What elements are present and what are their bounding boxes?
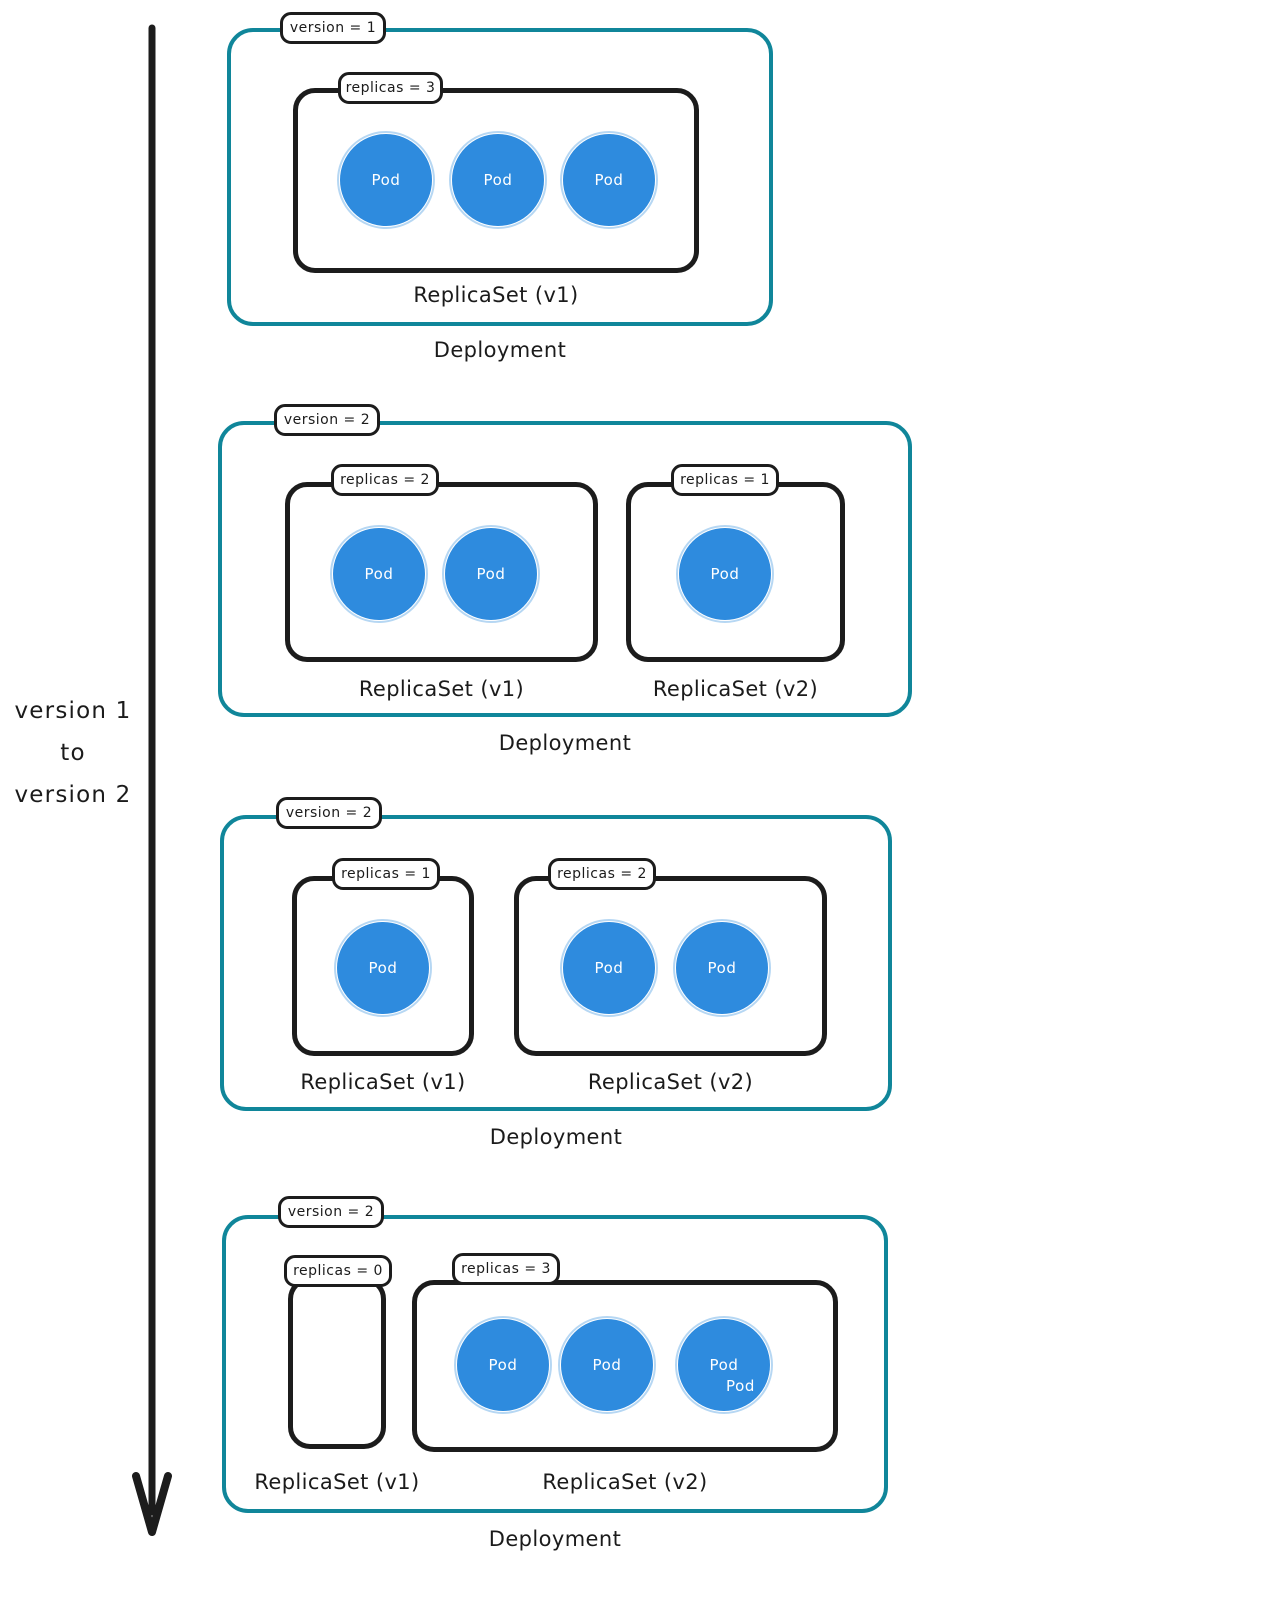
stage-3-rs-v2-label: ReplicaSet (v2) (587, 1070, 754, 1094)
stage-2-rs-v2-replicas-tag-label: replicas = 1 (680, 472, 770, 488)
stage-2-rs-v1-label: ReplicaSet (v1) (358, 677, 525, 701)
stage-2-rs-v1-replicas-tag-label: replicas = 2 (340, 472, 430, 488)
caption-line-1: version 1 (14, 698, 132, 724)
stage-4-rs-v1-label: ReplicaSet (v1) (254, 1470, 420, 1494)
stage-4-deployment-label: Deployment (488, 1527, 622, 1551)
stage-4-version-tag-label: version = 2 (287, 1204, 375, 1220)
stage-3-rs-v2-box (514, 876, 827, 1056)
stage-3-deployment-label: Deployment (489, 1125, 623, 1149)
stage-4-version-tag: version = 2 (278, 1196, 384, 1228)
stage-3-rs-v2-pod-1: Pod (560, 919, 658, 1017)
pod-label: Pod (483, 171, 513, 189)
stage-4-rs-v1-replicas-tag: replicas = 0 (284, 1255, 392, 1287)
pod-label: Pod (707, 959, 737, 977)
stage-3-rs-v1-label: ReplicaSet (v1) (300, 1070, 466, 1094)
stage-2-rs-v2-pod-1: Pod (676, 525, 774, 623)
stage-2-rs-v1-box (285, 482, 598, 662)
stage-4-rs-v2-pod-3: Pod Pod (675, 1316, 773, 1414)
stage-4-rs-v1-box (288, 1277, 386, 1449)
pod-label: Pod (594, 959, 624, 977)
stage-1-rs-v1-replicas-tag: replicas = 3 (338, 72, 443, 104)
stage-1-rs-v1-pod-3: Pod (560, 131, 658, 229)
stage-3-rs-v1-replicas-tag-label: replicas = 1 (341, 866, 431, 882)
stage-2-version-tag: version = 2 (274, 404, 380, 436)
pod-label: Pod (592, 1356, 622, 1374)
stage-4-rs-v2-pod-1: Pod (454, 1316, 552, 1414)
caption-line-2: to (60, 740, 86, 766)
stage-2-deployment-label: Deployment (498, 731, 632, 755)
pod-label: Pod (371, 171, 401, 189)
stage-2-rs-v1-pod-1: Pod (330, 525, 428, 623)
pod-label: Pod (488, 1356, 518, 1374)
stage-3-version-tag: version = 2 (276, 797, 382, 829)
pod-label: Pod (364, 565, 394, 583)
stage-3-deployment-box (220, 815, 892, 1111)
stage-2-deployment-box (218, 421, 912, 717)
stage-4-rs-v2-replicas-tag-label: replicas = 3 (461, 1261, 551, 1277)
stage-1-deployment-box (227, 28, 773, 326)
stage-1-deployment-label: Deployment (433, 338, 567, 362)
stage-4-rs-v2-label: ReplicaSet (v2) (542, 1470, 708, 1494)
stage-2-rs-v2-replicas-tag: replicas = 1 (671, 464, 779, 496)
pod-label-duplicate: Pod (726, 1377, 756, 1395)
stage-2-version-tag-label: version = 2 (283, 412, 371, 428)
stage-2-rs-v1-replicas-tag: replicas = 2 (331, 464, 439, 496)
pod-label: Pod (709, 1356, 739, 1374)
stage-2-rs-v2-label: ReplicaSet (v2) (652, 677, 819, 701)
stage-4-rs-v2-replicas-tag: replicas = 3 (452, 1253, 560, 1285)
stage-4-deployment-box (222, 1215, 888, 1513)
stage-3-rs-v1-replicas-tag: replicas = 1 (332, 858, 440, 890)
stage-4-rs-v2-pod-2: Pod (558, 1316, 656, 1414)
pod-label: Pod (368, 959, 398, 977)
stage-3-version-tag-label: version = 2 (285, 805, 373, 821)
stage-3-rs-v2-replicas-tag-label: replicas = 2 (557, 866, 647, 882)
stage-1-rs-v1-pod-1: Pod (337, 131, 435, 229)
stage-4-rs-v1-replicas-tag-label: replicas = 0 (293, 1263, 383, 1279)
pod-label: Pod (594, 171, 624, 189)
stage-4-rs-v2-box (412, 1280, 838, 1452)
stage-3-rs-v1-pod-1: Pod (334, 919, 432, 1017)
stage-3-rs-v2-replicas-tag: replicas = 2 (548, 858, 656, 890)
stage-2-rs-v1-pod-2: Pod (442, 525, 540, 623)
stage-1-version-tag: version = 1 (280, 12, 386, 44)
caption-line-3: version 2 (14, 782, 132, 808)
stage-1-version-tag-label: version = 1 (289, 20, 377, 36)
stage-1-rs-v1-replicas-tag-label: replicas = 3 (345, 80, 436, 96)
stage-1-rs-v1-pod-2: Pod (449, 131, 547, 229)
timeline-caption: version 1 to version 2 (0, 690, 146, 816)
stage-1-rs-v1-box (293, 88, 699, 273)
stage-1-rs-v1-label: ReplicaSet (v1) (413, 283, 579, 307)
stage-3-rs-v2-pod-2: Pod (673, 919, 771, 1017)
pod-label: Pod (476, 565, 506, 583)
pod-label: Pod (710, 565, 740, 583)
